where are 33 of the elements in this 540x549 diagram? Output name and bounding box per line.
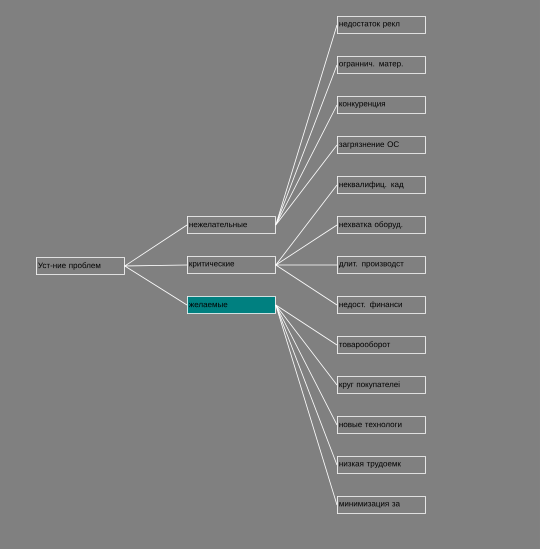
connector-line [124,264,188,266]
connector-line [275,264,338,266]
label-box: конкуренция [337,96,426,114]
label-box: загрязнение ОС [337,136,426,154]
connector-line [124,266,188,306]
label-box: нехватка оборуд. [337,216,426,234]
connector-line [275,224,338,266]
connector-line [275,144,338,226]
label-box: минимизация за [337,496,426,514]
connector-line [275,304,338,466]
connector-line [275,24,338,226]
label-box: желаемые [187,296,276,314]
label-box: недостаток рекл [337,16,426,34]
label-box: ограннич. матер. [337,56,426,74]
connector-line [124,224,188,266]
label-box: критические [187,256,276,274]
connector-line [275,304,338,506]
connector-line [275,304,338,346]
connector-line [275,184,338,266]
connector-line [275,64,338,226]
label-box: товарооборот [337,336,426,354]
label-box: длит. производст [337,256,426,274]
label-box: нежелательные [187,216,276,234]
connector-line [275,304,338,386]
label-box: новые технологи [337,416,426,434]
label-box: Уст-ние проблем [36,257,125,275]
connector-line [275,304,338,426]
label-box: низкая трудоемк [337,456,426,474]
label-box: неквалифиц. кад [337,176,426,194]
connector-line [275,264,338,306]
label-box: недост. финанси [337,296,426,314]
connector-line [275,104,338,226]
label-box: круг покупателеі [337,376,426,394]
